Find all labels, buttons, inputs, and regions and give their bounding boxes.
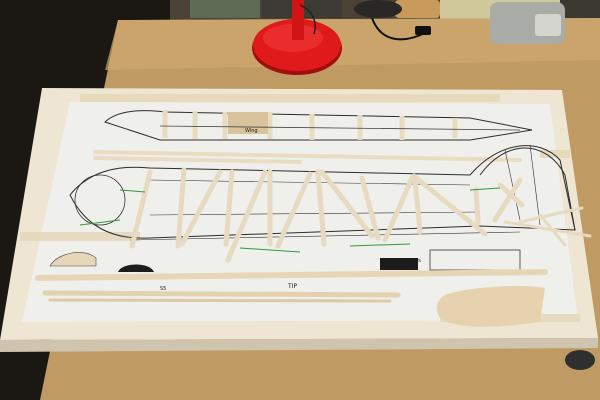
table-highlight	[105, 18, 600, 70]
fuselage-truss	[129, 167, 525, 263]
black-box-plan	[380, 258, 418, 270]
wing-center-block	[228, 112, 268, 134]
tail-strips	[503, 206, 592, 247]
cowl-outline	[74, 174, 126, 226]
shelf-box-green	[190, 0, 260, 18]
wooden-cup	[395, 0, 440, 18]
balsa-rudder-piece	[436, 286, 545, 327]
wing-tip-piece	[49, 252, 97, 267]
cable-plug	[415, 26, 431, 35]
tape-top	[80, 94, 500, 102]
green-annotations	[79, 187, 501, 253]
plan-label-tip: TIP	[287, 283, 297, 290]
plan-label-wing: Wing	[245, 128, 258, 134]
wing-outline	[104, 110, 533, 141]
lower-balsa-sticks	[35, 269, 548, 303]
tape-right	[540, 150, 570, 158]
wing-ribs	[162, 110, 458, 140]
lamp-cord	[299, 4, 316, 35]
plan-label-s5: S5	[160, 286, 166, 292]
black-round-object	[354, 0, 402, 18]
black-cable	[371, 17, 426, 41]
device-panel	[535, 14, 561, 36]
floor-object	[565, 350, 595, 370]
balsa-strips-top	[93, 150, 522, 164]
black-half-circle	[118, 264, 154, 272]
fuselage-outline	[69, 145, 576, 239]
wing-spar-line	[159, 125, 521, 131]
tail-fin-outline	[479, 147, 576, 231]
tape-left	[20, 232, 140, 241]
lamp-arm	[292, 0, 304, 40]
board-edge	[0, 338, 598, 352]
